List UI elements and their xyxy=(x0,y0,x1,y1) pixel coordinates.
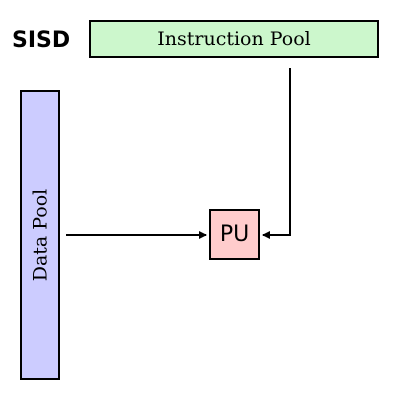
instruction-pool-box: Instruction Pool xyxy=(89,20,379,58)
data-pool-label-wrapper: Data Pool xyxy=(20,145,60,325)
diagram-title: SISD xyxy=(12,28,71,53)
processing-unit-box: PU xyxy=(209,209,260,260)
data-pool-label: Data Pool xyxy=(29,188,52,282)
processing-unit-label: PU xyxy=(219,222,250,247)
instruction-to-pu-arrow xyxy=(262,68,291,239)
instruction-pool-label: Instruction Pool xyxy=(157,28,311,50)
data-pool-box xyxy=(20,90,60,380)
